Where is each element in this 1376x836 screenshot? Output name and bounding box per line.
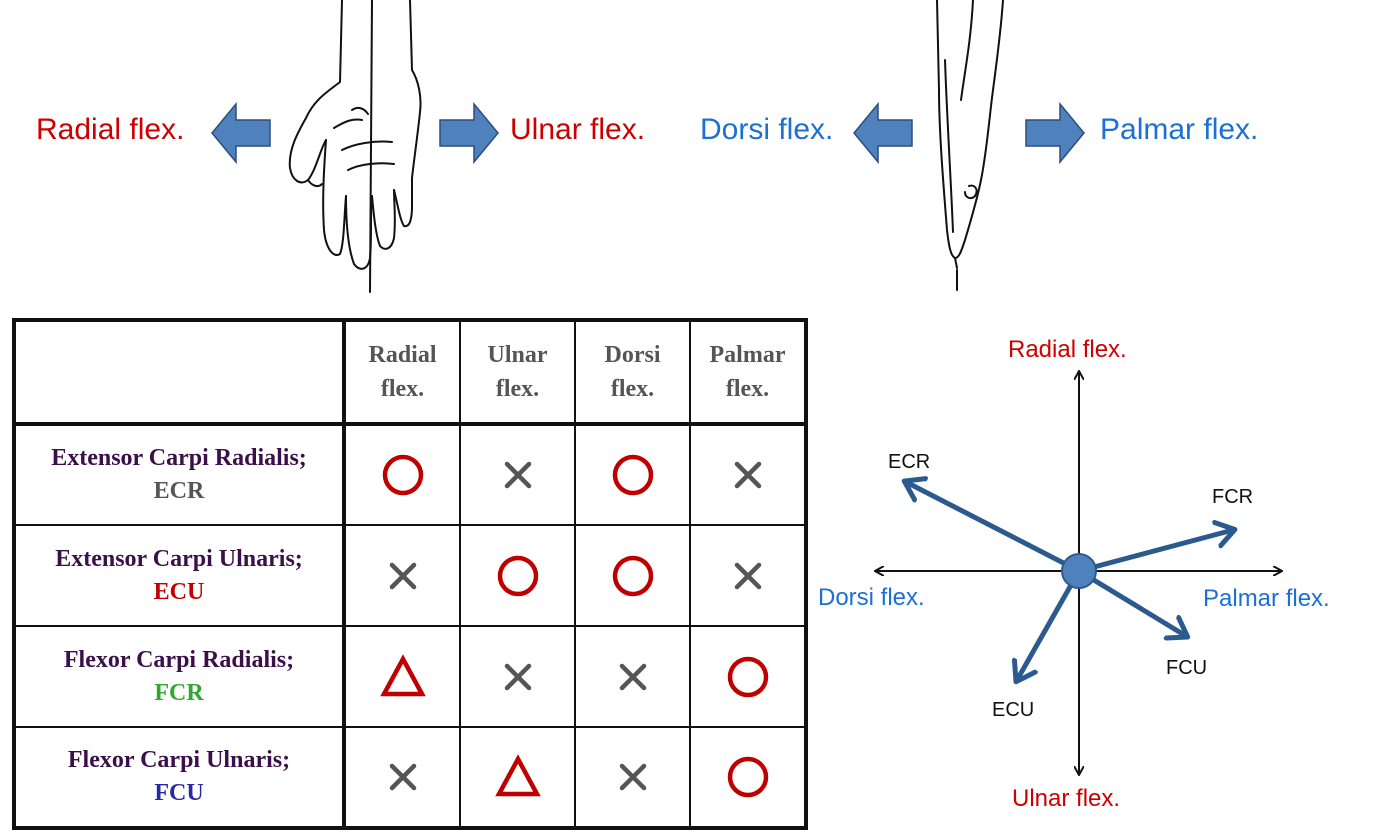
header-line: Palmar [709,342,786,368]
table-header-cell: Dorsi flex. [574,318,691,426]
axis-label-ulnar-flex: Ulnar flex. [1012,785,1121,812]
triangle-mark-icon [494,754,541,797]
axis-label-radial-flex: Radial flex. [1008,336,1127,363]
table-corner-cell [12,318,346,426]
table-row: Flexor Carpi Ulnaris; FCU [12,726,808,830]
muscle-name-cell: Extensor Carpi Ulnaris; ECU [12,524,346,627]
action-mark-cell [343,726,461,830]
origin-dot [1061,553,1097,589]
hand-front-illustration [288,0,422,293]
circle-mark-icon [382,454,423,496]
header-line: flex. [495,376,540,402]
fcu-vector [1077,568,1186,636]
vector-label-fcr: FCR [1212,486,1254,508]
hand-side-illustration [936,0,1004,291]
circle-mark-icon [727,656,768,697]
action-mark-cell [343,524,461,627]
action-mark-cell [574,423,691,526]
muscle-abbr: ECU [153,578,205,605]
ecr-vector [906,482,1081,574]
circle-mark-icon [612,454,653,496]
table-header-row: Radial flex. Ulnar flex. Dorsi flex. Palmar… [12,318,808,426]
header-line: flex. [725,376,770,402]
fcr-vector [1078,530,1233,574]
circle-mark-icon [727,756,768,798]
muscle-name: Extensor Carpi Radialis; [51,445,307,471]
cross-mark-icon [734,461,761,489]
axis-label-palmar-flex: Palmar flex. [1203,585,1330,612]
action-mark-cell [689,524,808,627]
action-mark-cell [689,423,808,526]
cross-mark-icon [504,461,531,489]
table-row: Extensor Carpi Ulnaris; ECU [12,524,808,627]
action-mark-cell [689,625,808,728]
circle-mark-icon [497,555,538,596]
muscle-name-cell: Flexor Carpi Ulnaris; FCU [12,726,346,830]
cross-mark-icon [389,763,416,791]
left-arrow-icon [211,101,271,165]
cross-mark-icon [619,663,646,690]
cross-mark-icon [734,562,761,589]
action-mark-cell [574,524,691,627]
muscle-name: Flexor Carpi Radialis; [63,646,295,673]
ecu-vector [1017,569,1082,680]
palmar-flex-label: Palmar flex. [1100,113,1259,146]
action-mark-cell [574,625,691,728]
vector-label-fcu: FCU [1166,657,1208,679]
muscle-abbr: FCU [154,780,204,806]
left-arrow-icon [853,101,913,165]
action-mark-cell [689,726,808,830]
table-header-cell: Ulnar flex. [459,318,576,426]
header-line: Radial [368,342,437,368]
dorsi-flex-label: Dorsi flex. [700,113,834,146]
table-header-cell: Radial flex. [343,318,461,426]
axis-label-dorsi-flex: Dorsi flex. [818,584,925,611]
radial-flex-label: Radial flex. [36,113,185,146]
table-row: Flexor Carpi Radialis; FCR [12,625,808,728]
muscle-abbr: ECR [153,478,205,504]
action-mark-cell [343,625,461,728]
triangle-mark-icon [379,653,426,696]
muscle-name-cell: Extensor Carpi Radialis; ECR [12,423,346,526]
vector-label-ecr: ECR [888,451,931,473]
header-line: Ulnar [487,342,548,368]
action-mark-cell [459,423,576,526]
muscle-abbr: FCR [154,679,204,706]
header-line: Dorsi [604,342,661,368]
vector-label-ecu: ECU [992,699,1035,721]
circle-mark-icon [612,555,653,596]
action-mark-cell [574,726,691,830]
action-mark-cell [459,625,576,728]
cross-mark-icon [619,763,646,791]
right-arrow-icon [439,101,499,165]
muscle-name: Flexor Carpi Ulnaris; [67,747,291,773]
muscle-name-cell: Flexor Carpi Radialis; FCR [12,625,346,728]
muscle-name: Extensor Carpi Ulnaris; [55,545,303,572]
table-header-cell: Palmar flex. [689,318,808,426]
table-row: Extensor Carpi Radialis; ECR [12,423,808,526]
cross-mark-icon [389,562,416,589]
action-mark-cell [459,726,576,830]
action-mark-cell [343,423,461,526]
action-mark-cell [459,524,576,627]
header-line: flex. [610,376,655,402]
cross-mark-icon [504,663,531,690]
right-arrow-icon [1025,101,1085,165]
ulnar-flex-label: Ulnar flex. [510,113,646,146]
header-line: flex. [380,376,425,402]
muscle-action-table: Radial flex. Ulnar flex. Dorsi flex. Palmar… [12,318,808,830]
